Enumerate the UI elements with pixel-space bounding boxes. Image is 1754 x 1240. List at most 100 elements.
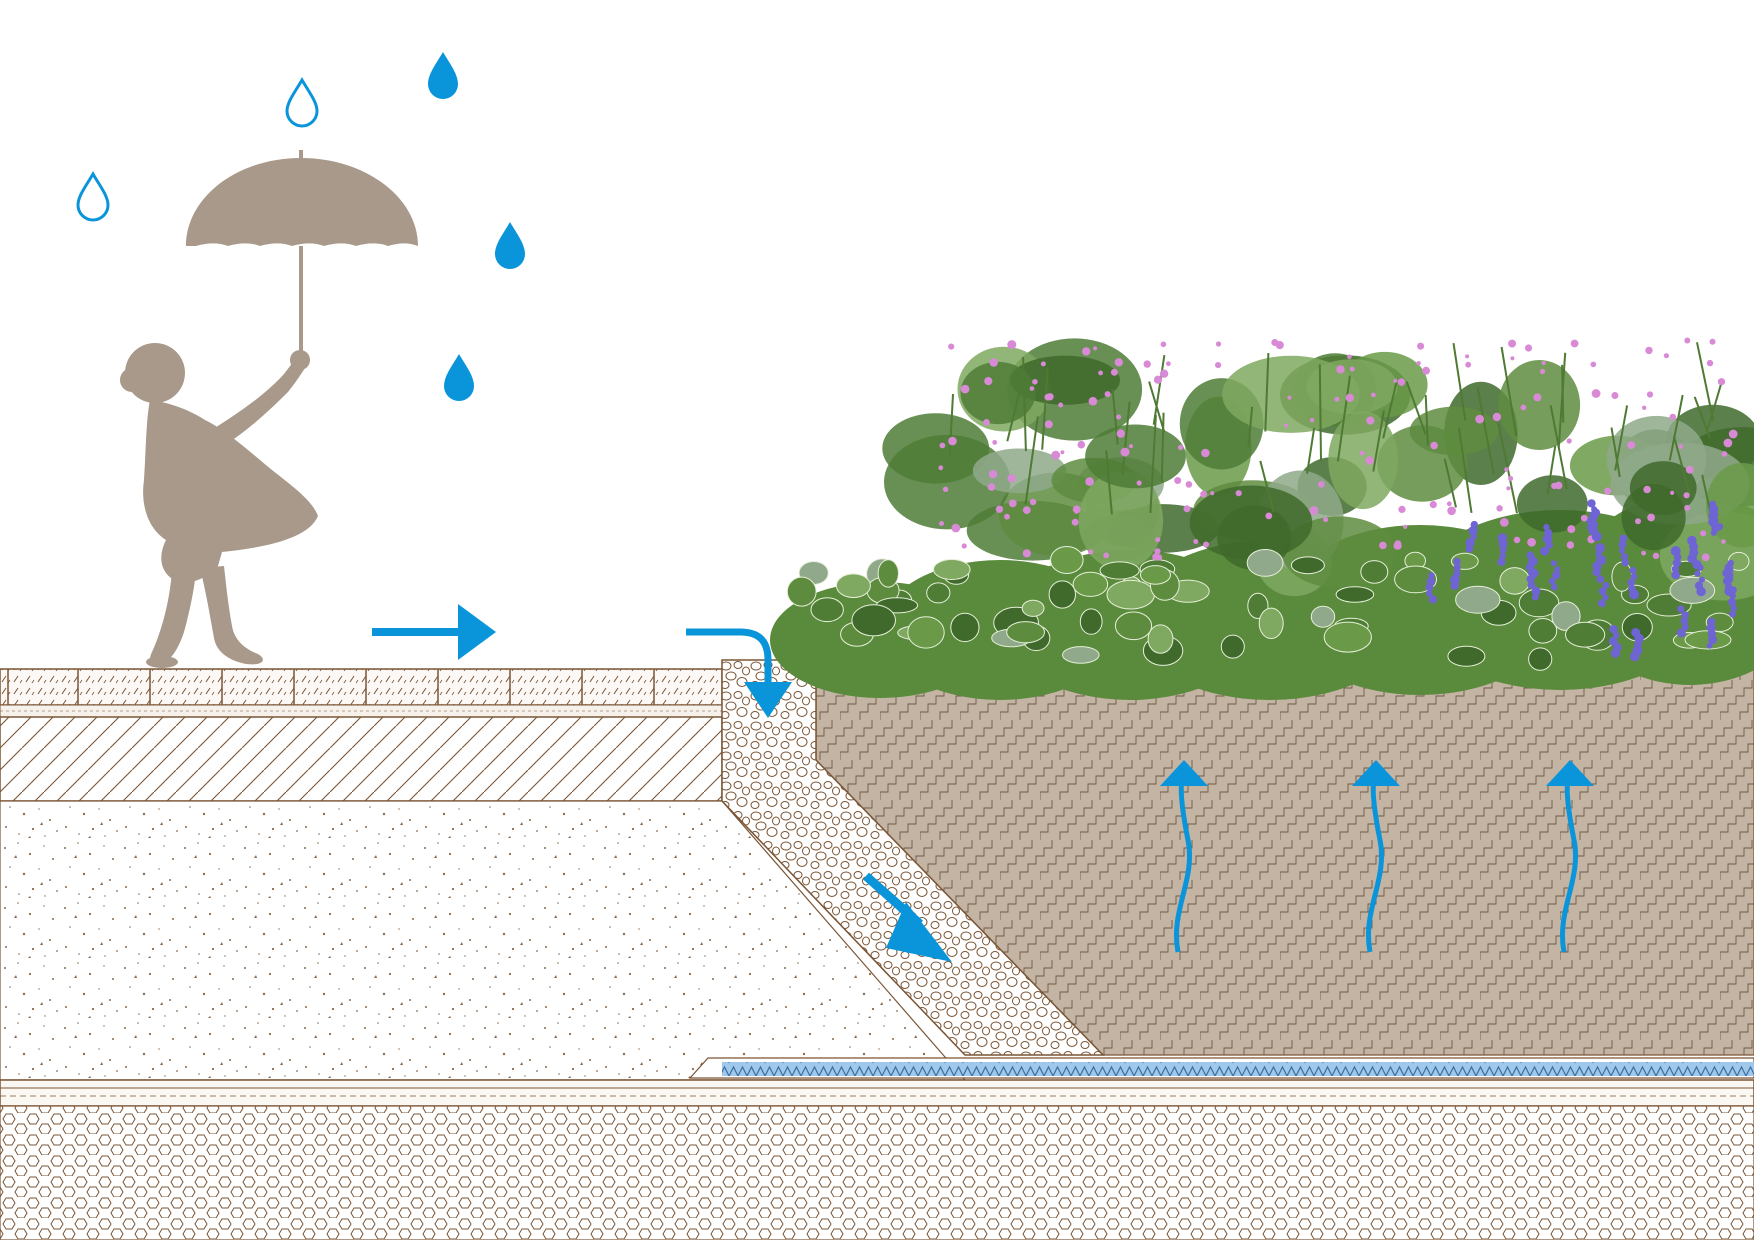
blue-flower [1465,538,1475,548]
shrub-foliage [1078,471,1164,570]
shrub-foliage [1306,359,1398,415]
blue-flower [1587,499,1596,508]
flow-arrow-icon [1352,760,1400,953]
pink-flower [1540,368,1546,375]
leaf [1360,560,1389,584]
blue-flower [1551,583,1558,591]
blue-flower [1532,593,1539,601]
stem [1372,410,1385,472]
blue-flower [1706,642,1713,649]
blue-flower [1425,583,1434,592]
raindrop-icon [444,354,474,401]
pink-flower [1265,512,1273,520]
blue-flower [1498,539,1508,549]
blue-flower [1587,523,1596,532]
pink-flower [1499,518,1509,527]
blue-flower [1497,558,1506,566]
flow-arrow-icon [686,628,792,718]
leaf [1079,608,1103,635]
leaf [786,576,817,607]
pink-flower [992,440,998,445]
leaf [1099,561,1140,580]
stem [1264,352,1270,432]
stem [1152,354,1166,425]
pink-flower [1210,491,1215,496]
blue-flower [1677,605,1685,613]
pink-flower [1422,366,1430,375]
pink-flower [1706,359,1714,367]
pink-flower [1104,391,1111,398]
leaf [1050,546,1084,574]
leaf [1455,585,1501,614]
pink-flower [1504,467,1509,472]
pink-flower [1393,378,1398,383]
pink-flower [1646,391,1654,398]
pink-flower [1591,389,1601,398]
pink-flower [1366,416,1375,425]
stem [1424,395,1429,446]
pink-flower [1284,423,1288,428]
stem [1336,375,1351,462]
blue-flower [1629,566,1637,574]
pink-flower [1334,396,1340,402]
stem [1546,445,1557,494]
stem [1160,412,1165,482]
stem [1247,406,1254,448]
pink-flower [948,343,955,350]
pink-flower [942,486,949,492]
blue-flower [1602,581,1610,589]
pink-flower [1533,393,1542,402]
pink-flower [1604,487,1612,495]
blue-flower [1527,581,1536,589]
leaf [1258,607,1284,639]
flow-arrow-icon [1546,760,1594,953]
pink-flower [960,384,970,394]
pink-flower [1566,438,1572,444]
stem [1457,427,1473,514]
leaf [1447,645,1486,667]
leaf [1335,586,1375,603]
pink-flower [1007,474,1016,483]
blue-flower [1526,575,1535,584]
pink-flower [1029,498,1037,506]
pink-flower [1359,450,1365,456]
leaf [851,604,897,637]
raindrop-icon [285,77,319,128]
pink-flower [1566,541,1575,549]
blue-flower [1671,565,1680,573]
stem [1259,460,1275,513]
pink-flower [1403,524,1408,530]
blue-flower [1698,576,1705,583]
blue-flower [1499,552,1507,560]
native-subgrade [0,1105,1754,1240]
blue-flower [1708,635,1718,645]
stem [1382,380,1398,439]
flow-arrow-icon [863,872,952,962]
pink-flower [1496,505,1503,512]
blue-flower [1724,586,1735,597]
stem [1561,364,1565,423]
pink-flower [1645,346,1653,355]
pink-flower [1103,552,1110,559]
umbrella-icon [186,158,418,246]
leaf [950,612,980,643]
blue-flower [1468,526,1478,536]
leaf [933,559,971,580]
blue-flower [1725,575,1734,584]
blue-flower [1619,534,1628,543]
stem [1443,458,1457,508]
blue-flower [1673,553,1682,561]
paver-joints [7,669,655,705]
pink-flower [1513,536,1521,544]
stem [1105,450,1113,515]
pink-flower [1116,429,1126,438]
blue-flower [1531,586,1541,596]
pink-flower [1185,481,1193,488]
stem [1549,405,1568,490]
pink-flower [1193,539,1199,544]
leaf [1528,618,1558,644]
blue-flower [1696,586,1706,597]
stem [1318,364,1322,462]
pink-flower [1371,392,1376,398]
